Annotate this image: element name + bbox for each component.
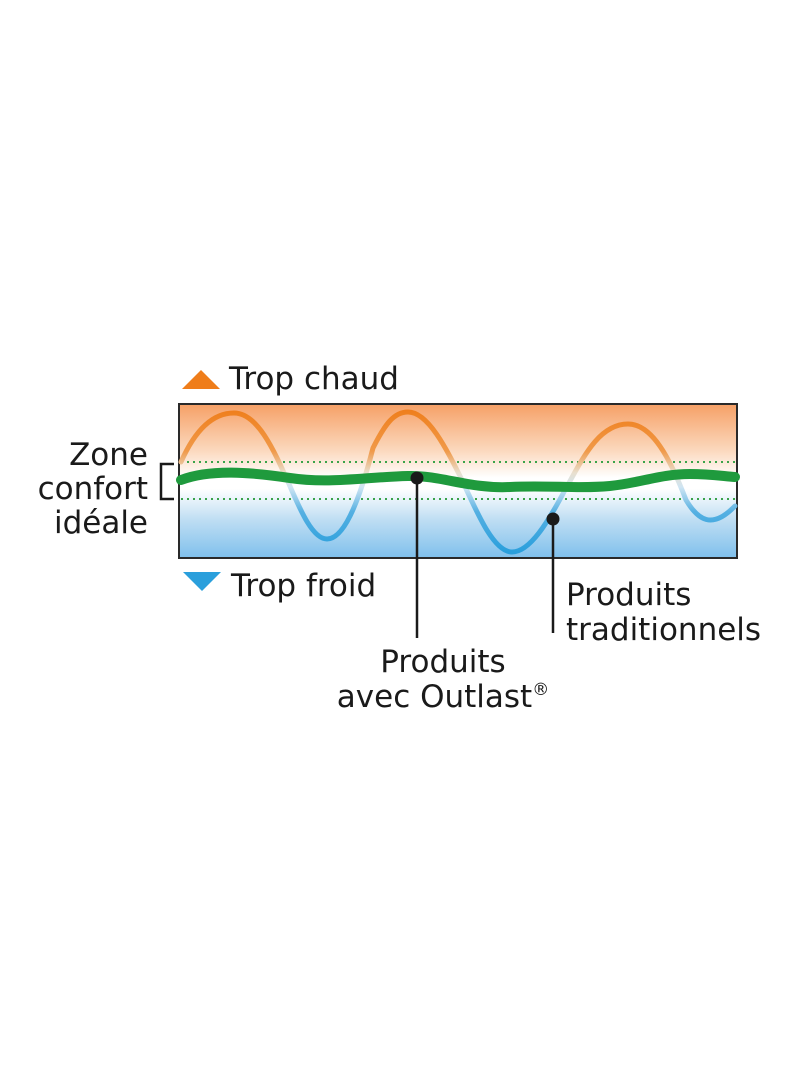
comfort-zone-label-line1: Zone [69, 437, 148, 473]
comfort-zone-label-line3: idéale [54, 505, 148, 541]
triangle-down-icon [183, 572, 221, 591]
outlast-label-line1: Produits [380, 644, 505, 680]
too-cold-label: Trop froid [230, 568, 376, 604]
triangle-up-icon [182, 370, 220, 389]
outlast-label-line2: avec Outlast® [337, 679, 549, 715]
comfort-zone-label-line2: confort [38, 471, 148, 507]
registered-mark: ® [532, 680, 549, 700]
too-hot-label: Trop chaud [228, 361, 399, 397]
traditional-label-line1: Produits [566, 577, 691, 613]
traditional-label-line2: traditionnels [566, 612, 761, 648]
bracket-icon [159, 462, 174, 501]
outlast-products-wave [176, 467, 740, 493]
outlast-label-text: avec Outlast [337, 679, 532, 715]
